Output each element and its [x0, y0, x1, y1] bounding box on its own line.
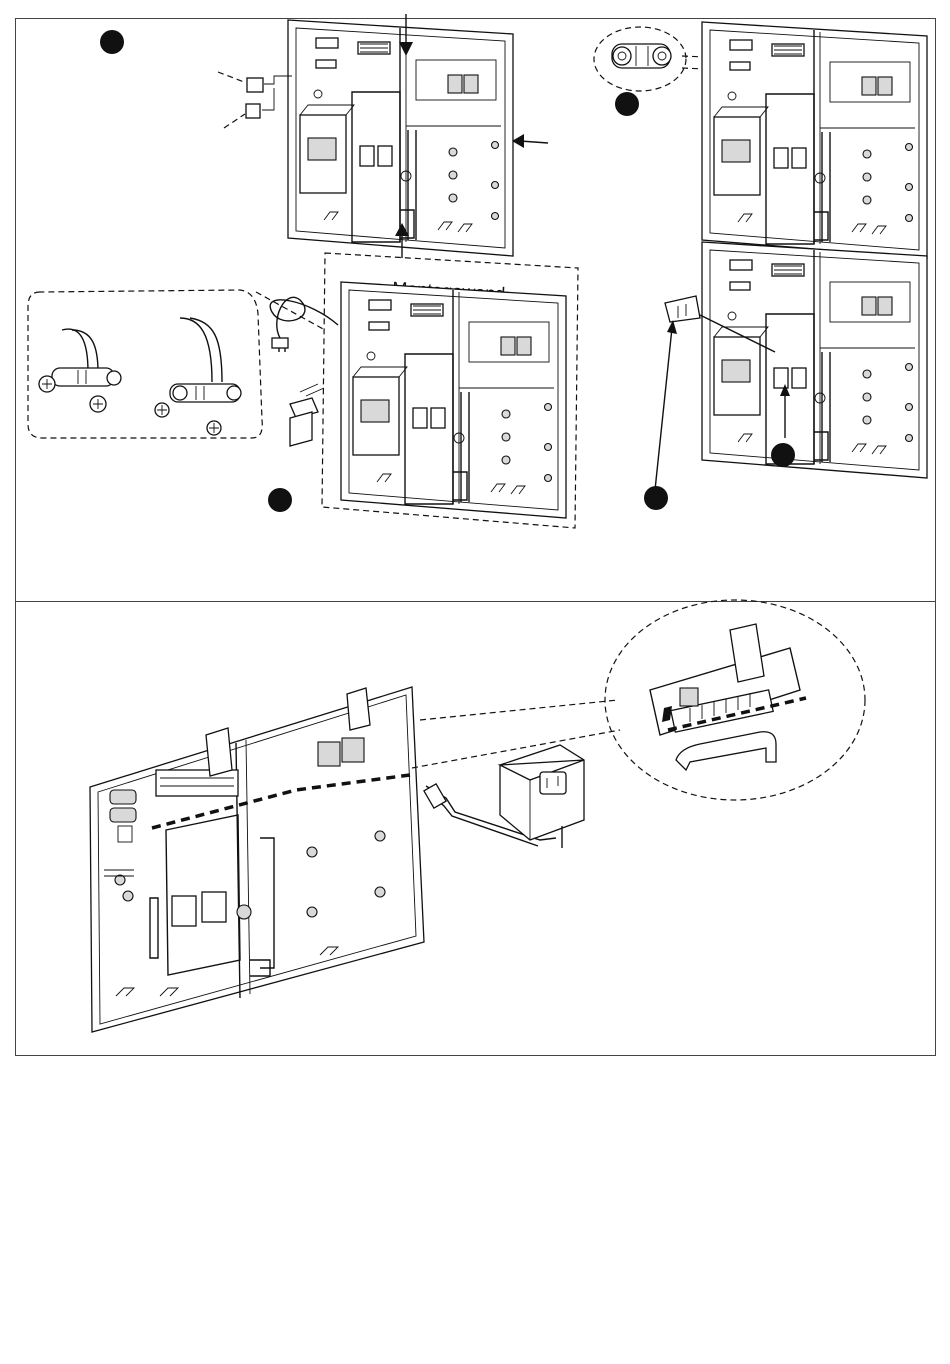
insert-parts [218, 72, 292, 128]
step-1-marker [100, 30, 124, 54]
screw-icon [90, 396, 106, 412]
step-5-marker [644, 486, 668, 510]
arrow-icon [512, 134, 548, 148]
cable-clamp-icon [612, 44, 671, 68]
screw-icon [39, 376, 55, 392]
power-adapter-icon [424, 745, 584, 848]
housing-step-2 [702, 22, 927, 258]
cable-clamp-icon [170, 318, 241, 402]
arrow-icon [655, 320, 677, 490]
cable-clamp-icon [52, 329, 121, 386]
terminal-detail [650, 624, 806, 770]
clip-part [665, 296, 700, 322]
housing-step-1 [288, 20, 513, 256]
housing-large [90, 687, 424, 1032]
screw-icon [207, 421, 221, 435]
screw-icon [155, 403, 169, 417]
cable-bracket [290, 384, 324, 446]
step-3-marker [268, 488, 292, 512]
step-4-marker [771, 443, 795, 467]
housing-step-4 [702, 242, 927, 478]
power-plug-icon [270, 297, 338, 352]
dashed-guide [420, 700, 618, 720]
screw-detail-bubble [28, 290, 262, 438]
housing-step-3 [341, 282, 566, 518]
step-2-marker [615, 92, 639, 116]
